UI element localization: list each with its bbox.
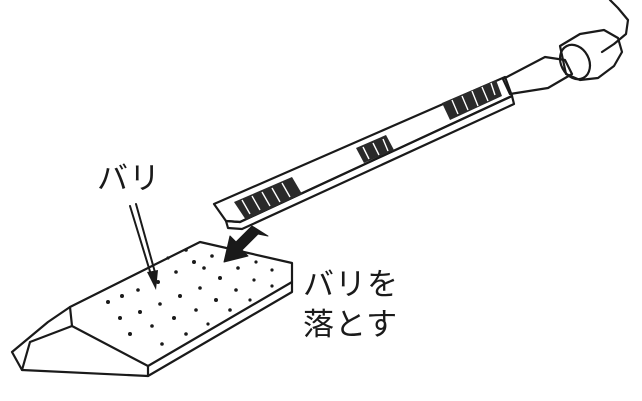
file-handle [558, 28, 624, 82]
burr-pointer-tip [147, 270, 158, 290]
file-tang [501, 55, 574, 96]
file-teeth-texture [241, 82, 496, 215]
workpiece-top [68, 240, 294, 368]
file-ferrule [558, 43, 592, 81]
workpiece-tip [10, 305, 150, 378]
workpiece [10, 240, 294, 378]
remove-burr-label-line1: バリを [303, 267, 399, 303]
remove-burr-label-line2: 落とす [303, 307, 399, 343]
workpiece-tip-inner [20, 324, 74, 372]
burr-pointer [129, 203, 157, 279]
file-teeth [234, 80, 502, 220]
file-direction-arrow [223, 225, 269, 263]
file-handle-end [600, 0, 630, 54]
workpiece-front-edge [146, 280, 294, 378]
burr-label: バリ [97, 161, 161, 197]
burr-dots [106, 248, 274, 346]
file-blade-edge [224, 94, 516, 231]
